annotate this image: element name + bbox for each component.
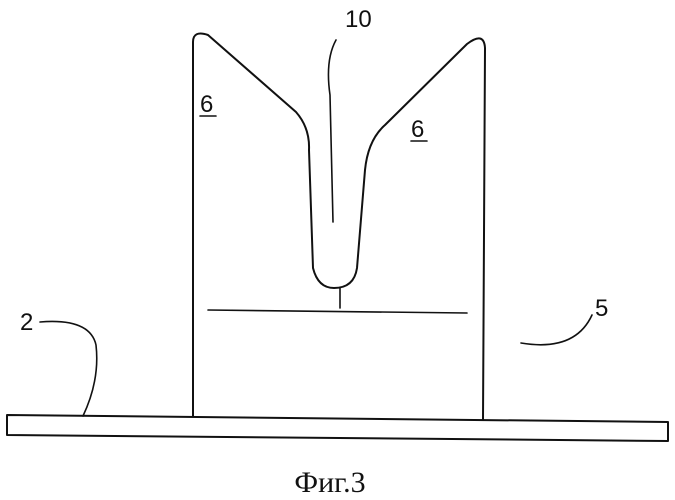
horizontal-bar [208, 310, 467, 313]
label-part-6-left: 6 [200, 91, 213, 118]
figure-caption: Фиг.3 [294, 466, 365, 499]
support-body [193, 34, 485, 420]
slot-inner-line [328, 40, 336, 222]
label-part-5: 5 [595, 295, 608, 322]
leader-line-5 [521, 315, 592, 345]
label-part-2: 2 [20, 309, 33, 336]
label-part-6-right: 6 [411, 116, 424, 143]
base-plate [7, 415, 668, 441]
label-part-10: 10 [345, 6, 372, 33]
leader-line-2 [40, 321, 97, 416]
